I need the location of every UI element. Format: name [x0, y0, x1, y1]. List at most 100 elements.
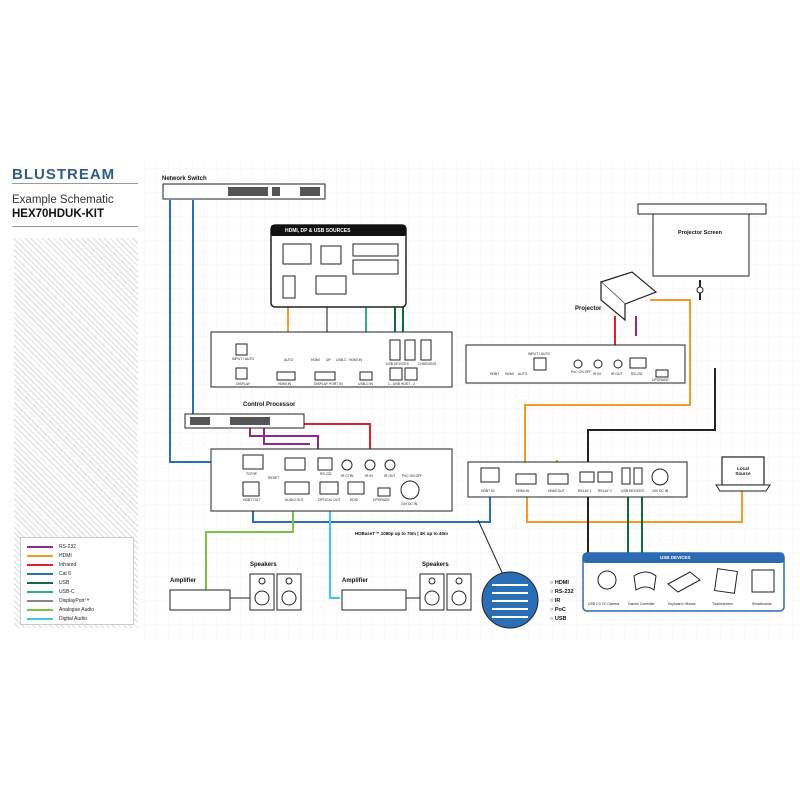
projector-label: Projector	[575, 306, 602, 312]
switch-ports	[228, 187, 320, 196]
hdmi-cable	[627, 299, 691, 406]
sources-title: HDMI, DP & USB SOURCES	[285, 228, 351, 234]
port-label: HDMI IN	[278, 382, 291, 386]
port-label: HDMI	[311, 358, 320, 362]
port-label: HDBT	[490, 372, 500, 376]
sources-header	[271, 225, 406, 236]
port-label: IR CTRL	[341, 474, 355, 478]
usb-device-label: Touchscreens	[712, 602, 733, 606]
port-label: UPGRADE	[652, 378, 669, 382]
kit-title: HEX70HDUK-KIT	[12, 208, 105, 220]
port-label: RS-232	[631, 372, 643, 376]
port-label: HDMI IN	[349, 358, 362, 362]
hdmi-cable	[524, 404, 627, 475]
port-label: 1 - USB HOST - 2	[388, 382, 416, 386]
usb-device-label: Keyboard / Mouse	[668, 602, 696, 606]
port-label: PoC ON OFF	[571, 370, 592, 374]
port-label: USB-C IN	[358, 382, 373, 386]
amplifier-2	[341, 589, 407, 611]
analogue-audio-cable	[205, 502, 294, 590]
port-label: HDMI	[505, 372, 514, 376]
callout-item: ○ USB	[550, 616, 567, 622]
usb-device-label: Games Controller	[628, 602, 655, 606]
sidebar-divider	[12, 226, 138, 227]
amplifier-1	[169, 589, 231, 611]
callout-arrows	[492, 584, 528, 618]
callout-item: ○ IR	[550, 598, 561, 604]
port-label: HDBT OUT	[243, 498, 261, 502]
source-devices	[282, 243, 399, 299]
port-label: RS-232	[320, 472, 332, 476]
port-label: DP	[326, 358, 331, 362]
usb-device-label: Smartboards	[752, 602, 772, 606]
cp-ports	[190, 417, 270, 425]
sidebar: BLUSTREAM Example Schematic HEX70HDUK-KI…	[8, 158, 140, 642]
sidebar-divider	[12, 183, 138, 184]
callout-item: ○ PoC	[550, 607, 566, 613]
port-label: USB-C	[336, 358, 347, 362]
port-label: IR OUT	[611, 372, 623, 376]
speakers-label-1: Speakers	[250, 562, 277, 568]
speakers-label-2: Speakers	[422, 562, 449, 568]
network-switch-label: Network Switch	[162, 176, 207, 182]
port-label: EDID	[350, 498, 359, 502]
projector-screen	[652, 213, 750, 277]
port-label: AUTO	[518, 372, 528, 376]
port-label: HDMI OUT	[548, 489, 565, 493]
legend-item: USB	[27, 579, 69, 587]
rs232-cable	[263, 422, 310, 445]
cable-legend: RS-232 HDMI Infrared Cat 6 USB USB-C Dis…	[20, 537, 134, 625]
port-label: 24V DC IN	[652, 489, 669, 493]
port-label: IR IN	[593, 372, 601, 376]
hdmi-cable	[526, 490, 743, 523]
projector-side	[600, 282, 626, 322]
legend-item: Cat 6	[27, 570, 71, 578]
port-label: OPTICAL OUT	[318, 498, 341, 502]
port-label: USB DEVICES	[386, 362, 409, 366]
digital-audio-cable	[329, 502, 340, 599]
legend-item: USB-C	[27, 588, 75, 596]
port-label: 24V DC IN	[401, 502, 418, 506]
usb-device-icons	[597, 568, 775, 594]
control-processor-label: Control Processor	[243, 402, 296, 408]
port-label: RELAY 1	[578, 489, 592, 493]
legend-item: Digital Audio	[27, 615, 87, 623]
port-label: TCP/IP	[246, 472, 257, 476]
legend-item: HDMI	[27, 552, 72, 560]
rx-rear-ports	[480, 467, 669, 486]
port-label: HDBT IN	[481, 489, 495, 493]
tx-front-ports	[235, 339, 432, 381]
projector	[599, 271, 658, 305]
usb-devices-header	[583, 553, 784, 563]
port-label: IR OUT	[384, 474, 396, 478]
callout-item: ○ HDMI	[550, 580, 569, 586]
laptop-base	[715, 484, 771, 492]
port-label: RESET	[268, 476, 280, 480]
usb-device-label: USB 2.0 VC Camera	[588, 602, 620, 606]
amplifier-label-2: Amplifier	[342, 578, 369, 584]
port-label: AUTO	[284, 358, 294, 362]
tx-rear-ports	[242, 454, 420, 500]
blustream-logo: BLUSTREAM	[12, 166, 116, 183]
schematic-subtitle: Example Schematic	[12, 194, 114, 206]
port-label: USB DEVICES	[621, 489, 644, 493]
projector-screen-housing	[637, 203, 767, 215]
port-label: DISPLAY PORT IN	[314, 382, 343, 386]
port-label: CHARGING	[418, 362, 437, 366]
port-label: AUDIO OUT	[285, 498, 304, 502]
usb-devices-title: USB DEVICES	[660, 555, 691, 560]
receiver-rear	[467, 461, 688, 498]
rx-front-ports	[533, 357, 669, 378]
screen-trigger	[696, 286, 704, 294]
port-label: UPGRADE	[373, 498, 390, 502]
projector-screen-label: Projector Screen	[677, 230, 723, 236]
port-label: PoC ON OFF	[402, 474, 423, 478]
port-label: INPUT / AUTO	[232, 357, 255, 361]
port-label: DISPLAY	[236, 382, 251, 386]
hdbaset-label: HDBaseT™ 1080p up to 70m | 4K up to 40m	[355, 531, 449, 536]
legend-item: Analogue Audio	[27, 606, 94, 614]
port-label: INPUT / AUTO	[528, 352, 551, 356]
legend-item: RS-232	[27, 543, 76, 551]
legend-item: DisplayPort™	[27, 597, 90, 605]
